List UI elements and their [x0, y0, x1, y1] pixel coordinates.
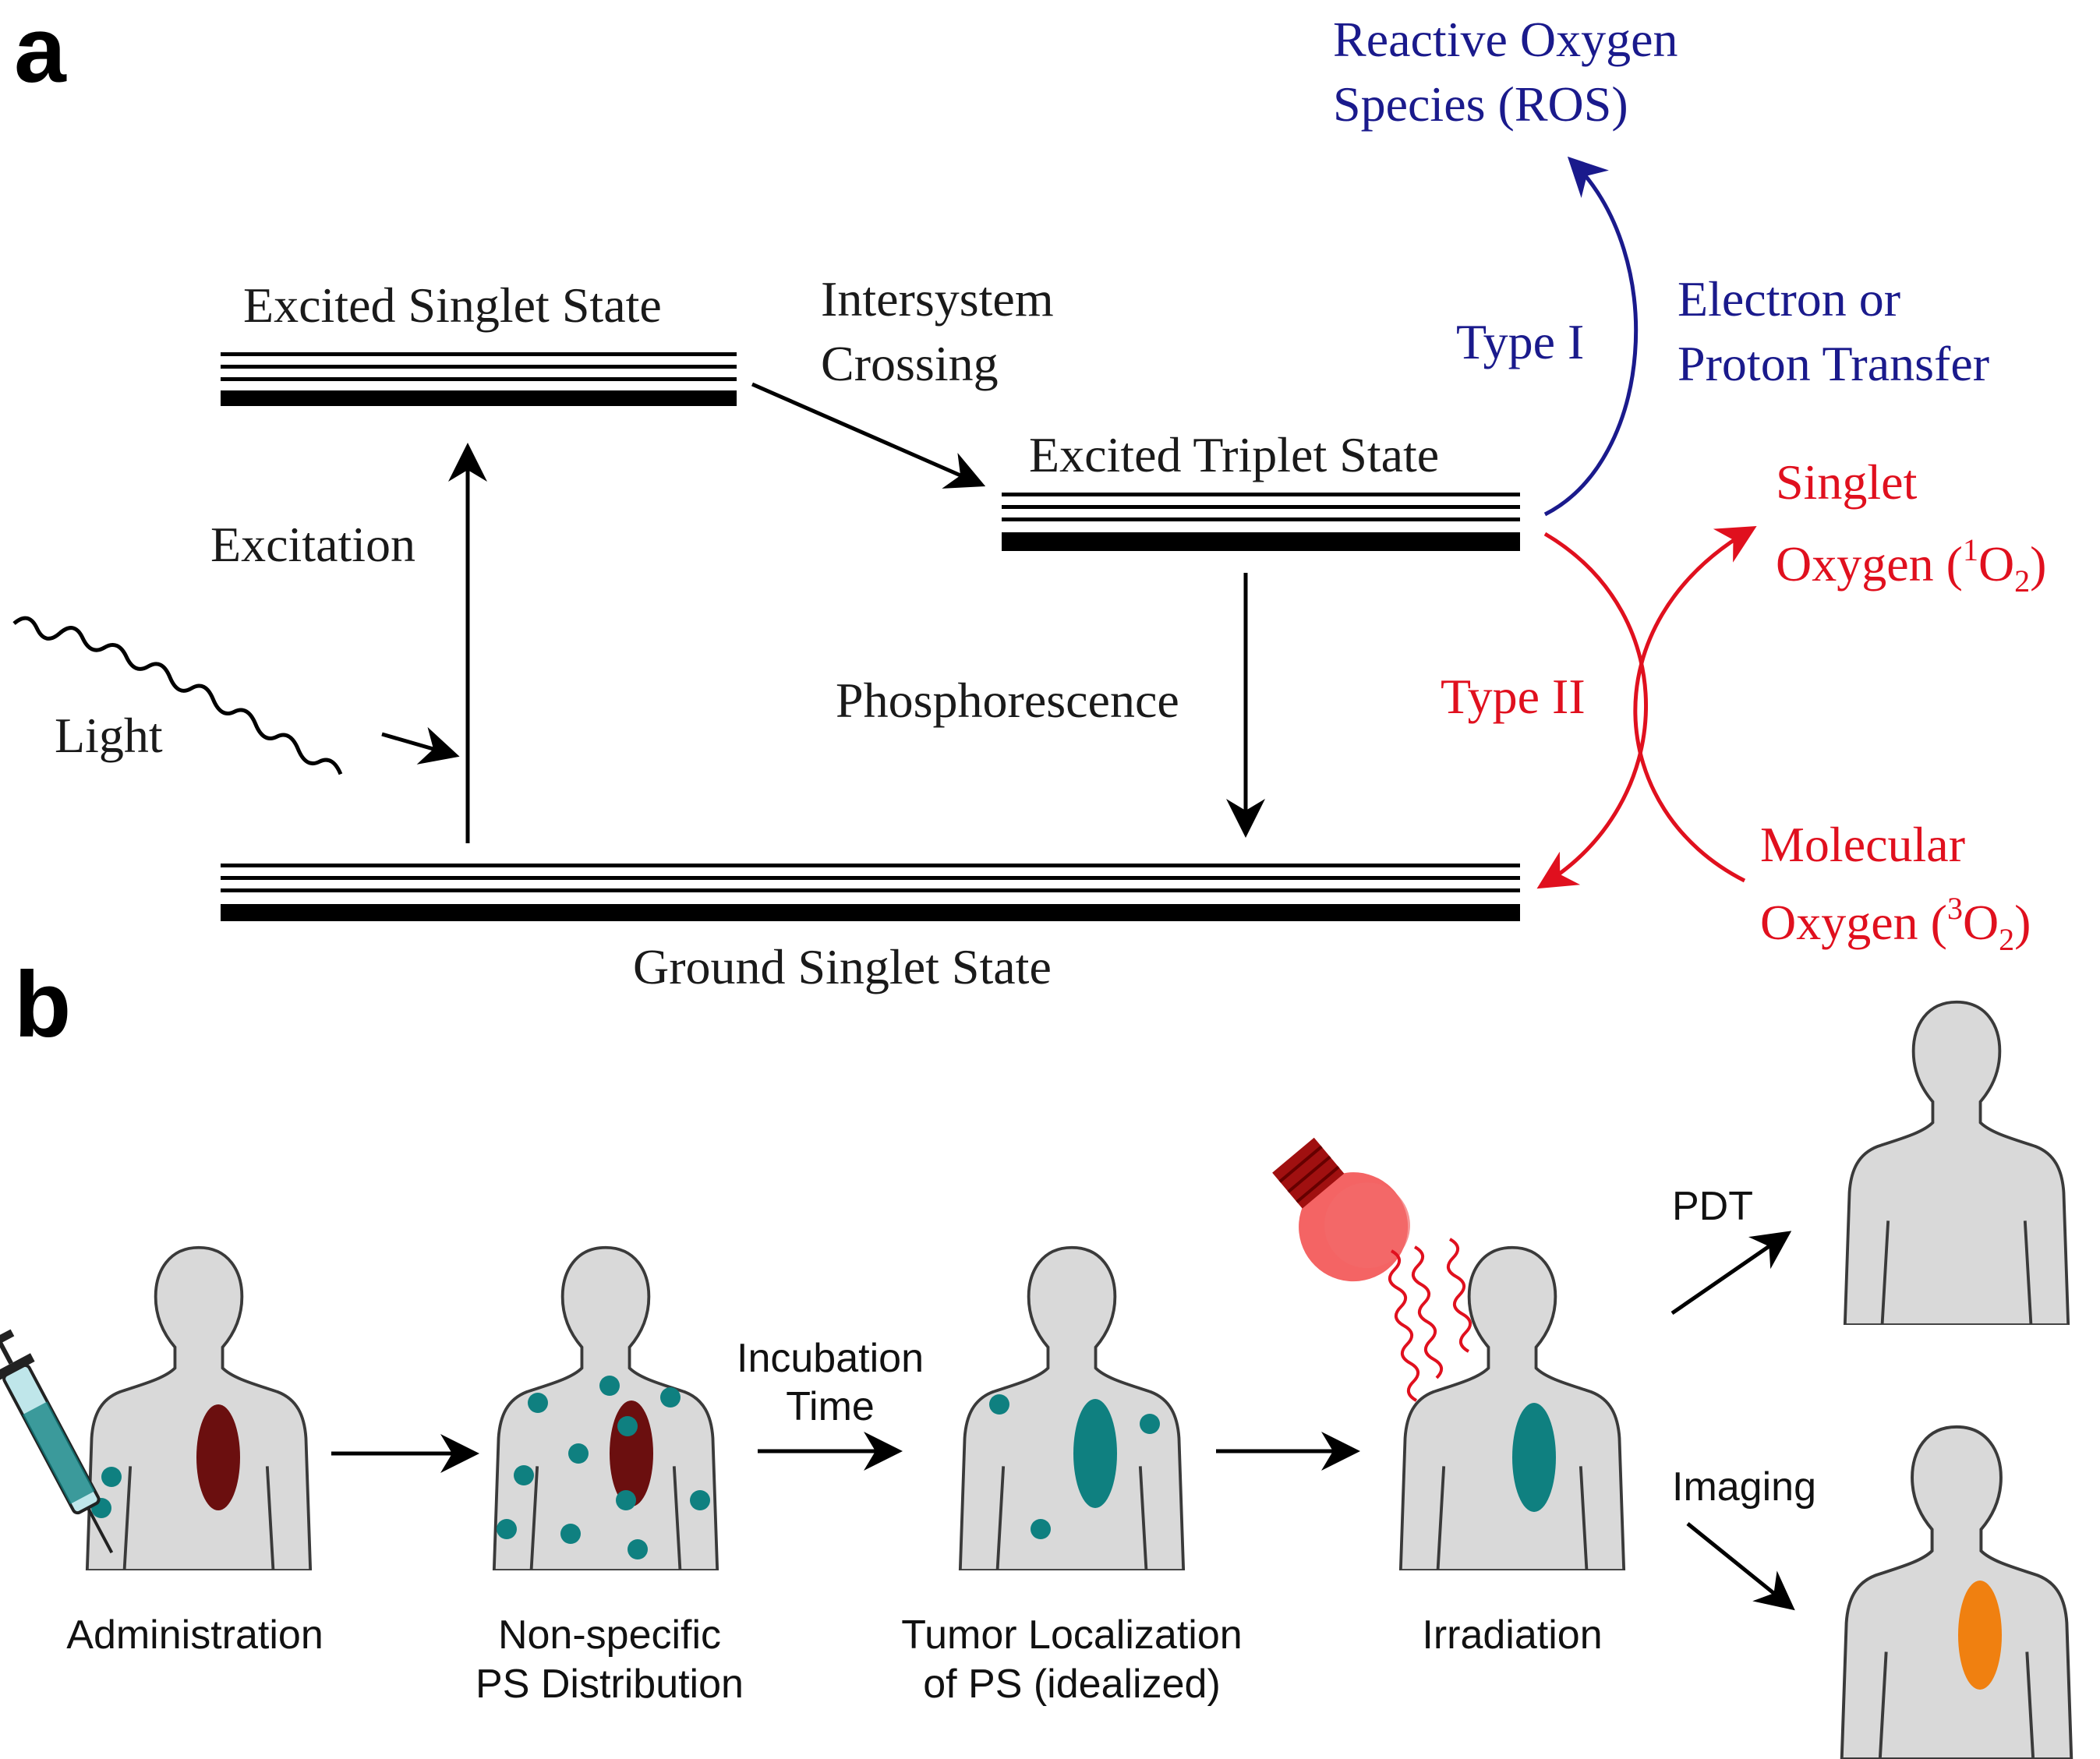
panel-a-label: a: [14, 0, 67, 102]
excited-triplet-levels: [1002, 493, 1520, 551]
light-arrow-head: [381, 726, 460, 765]
ps-tumor-mark: [1073, 1399, 1117, 1508]
ros-label-line2: Species (ROS): [1333, 76, 1628, 132]
excited-triplet-label: Excited Triplet State: [1029, 427, 1439, 482]
step-administration-label: Administration: [66, 1612, 323, 1658]
light-wave-arrow: [12, 616, 343, 775]
electron-transfer-line2: Proton Transfer: [1678, 336, 1989, 391]
light-label: Light: [55, 708, 163, 763]
ground-singlet-label: Ground Singlet State: [633, 939, 1052, 994]
incubation-label-line2: Time: [786, 1384, 875, 1429]
isc-arrow: [751, 382, 986, 489]
singlet-oxygen-line2: Oxygen (1O2): [1776, 532, 2046, 599]
incubation-label-line1: Incubation: [737, 1336, 924, 1381]
excitation-label: Excitation: [210, 517, 415, 572]
type1-arrow: [1543, 156, 1639, 517]
molecular-oxygen-line1: Molecular: [1760, 817, 1965, 872]
type2-arrow-to-singlet: [1633, 525, 1757, 883]
pdt-label: PDT: [1672, 1184, 1753, 1229]
syringe-icon: [0, 1329, 114, 1554]
phosphorescence-label: Phosphorescence: [836, 673, 1179, 728]
person-tumor-localization: [960, 1248, 1183, 1570]
light-bulb-icon: [1272, 1137, 1410, 1282]
type2-label: Type II: [1441, 669, 1586, 724]
tumor-mark: [610, 1400, 653, 1506]
person-nonspecific-distribution: [494, 1248, 717, 1570]
step-irradiation-label: Irradiation: [1422, 1612, 1602, 1658]
type1-label: Type I: [1456, 314, 1584, 369]
imaging-tumor-mark: [1958, 1581, 2002, 1690]
ground-singlet-levels: [221, 864, 1520, 921]
step-nonspecific-line2: PS Distribution: [476, 1662, 744, 1707]
ros-label-line1: Reactive Oxygen: [1333, 12, 1678, 67]
step-nonspecific-line1: Non-specific: [498, 1612, 721, 1658]
light-rays-icon: [1388, 1238, 1472, 1402]
arrow-to-pdt: [1670, 1231, 1792, 1316]
isc-label-line2: Crossing: [821, 336, 999, 391]
imaging-label: Imaging: [1672, 1464, 1816, 1510]
excited-singlet-label: Excited Singlet State: [243, 277, 662, 333]
panel-b-label: b: [14, 952, 71, 1057]
isc-label-line1: Intersystem: [821, 271, 1054, 327]
electron-transfer-line1: Electron or: [1678, 271, 1900, 327]
ps-tumor-mark: [1512, 1403, 1556, 1512]
singlet-oxygen-line1: Singlet: [1776, 454, 1918, 510]
step-tumor-localization-line2: of PS (idealized): [923, 1662, 1221, 1707]
arrow-to-imaging: [1686, 1522, 1795, 1611]
molecular-oxygen-line2: Oxygen (3O2): [1760, 891, 2031, 957]
step-tumor-localization-line1: Tumor Localization: [901, 1612, 1242, 1658]
excited-singlet-levels: [221, 352, 737, 406]
person-administration: [87, 1248, 310, 1570]
type2-arrow-to-ground: [1536, 532, 1648, 889]
person-pdt-result: [1845, 1002, 2068, 1325]
person-imaging-result: [1842, 1427, 2072, 1759]
person-irradiation: [1401, 1248, 1624, 1570]
tumor-mark: [196, 1404, 240, 1510]
